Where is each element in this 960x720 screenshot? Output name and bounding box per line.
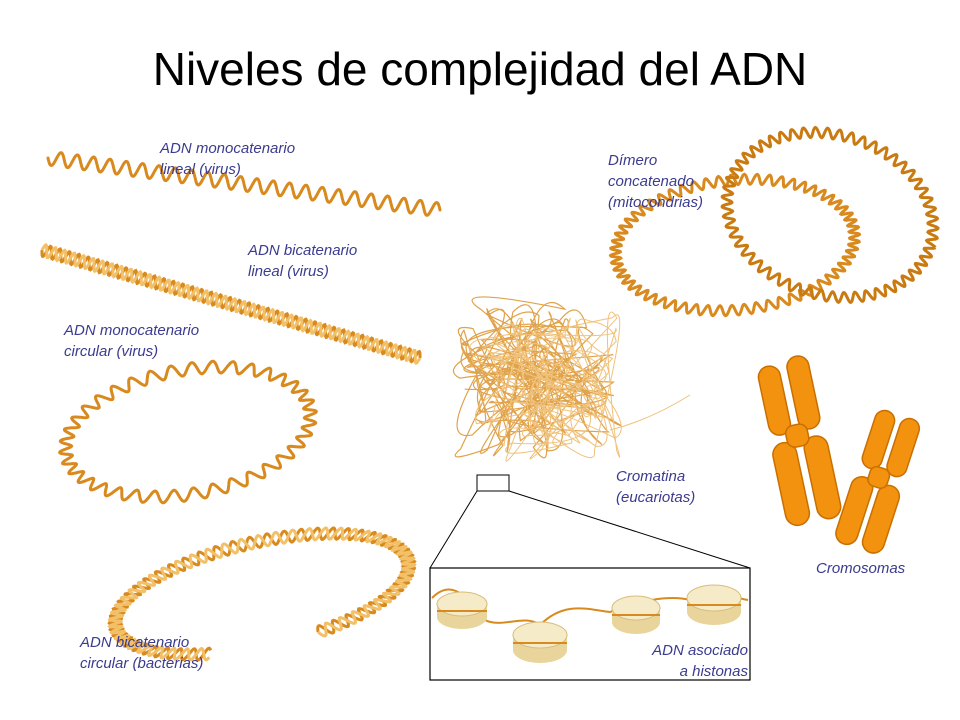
chromatin-tangle <box>452 296 691 462</box>
label-ss-linear: ADN monocatenario lineal (virus) <box>160 140 296 178</box>
ss-linear-dna <box>46 151 442 217</box>
label-ds-circular: ADN bicatenario circular (bacterias) <box>80 634 204 672</box>
ss-circular-dna <box>58 359 318 505</box>
label-ss-circular: ADN monocatenario circular (virus) <box>64 322 200 360</box>
nucleosome <box>611 595 661 634</box>
ds-linear-dna <box>40 242 422 366</box>
label-chromosomes: Cromosomas <box>816 560 906 577</box>
ds-circular-dna <box>107 526 417 662</box>
histone-panel <box>429 567 751 681</box>
label-dimer: Dímero concatenado (mitocondrias) <box>608 152 704 211</box>
nucleosome <box>436 591 488 629</box>
zoom-region <box>476 474 510 492</box>
nucleosome <box>686 584 742 625</box>
label-ds-linear: ADN bicatenario lineal (virus) <box>248 242 358 280</box>
concatenated-dimer-dna <box>608 125 940 318</box>
page-title: Niveles de complejidad del ADN <box>152 43 808 95</box>
zoom-line-right <box>508 490 751 569</box>
label-histones: ADN asociado a histonas <box>652 642 748 680</box>
chromosome-large <box>757 355 842 527</box>
nucleosome <box>512 621 568 663</box>
zoom-line-left <box>429 490 478 569</box>
label-chromatin: Cromatina (eucariotas) <box>616 468 696 506</box>
chromosome-small <box>835 409 921 554</box>
